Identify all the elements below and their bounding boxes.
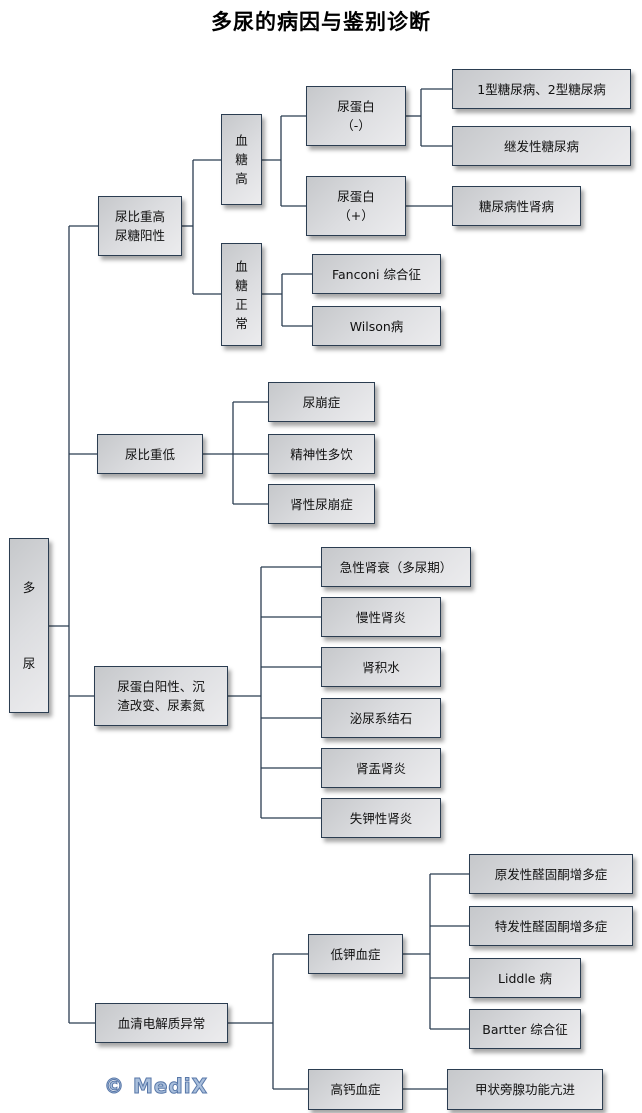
node-high-sg-glycosuria: 尿比重高 尿糖阳性 xyxy=(98,196,182,256)
node-hypokalemia: 低钾血症 xyxy=(308,934,403,974)
node-low-sg: 尿比重低 xyxy=(97,434,203,474)
leaf-primary-aldosteronism: 原发性醛固酮增多症 xyxy=(469,854,633,894)
leaf-nephrogenic-di: 肾性尿崩症 xyxy=(268,484,375,524)
leaf-idiopathic-aldosteronism: 特发性醛固酮增多症 xyxy=(469,906,633,946)
leaf-acute-renal-failure: 急性肾衰（多尿期） xyxy=(321,547,471,587)
leaf-hydronephrosis: 肾积水 xyxy=(321,647,441,687)
leaf-chronic-nephritis: 慢性肾炎 xyxy=(321,597,441,637)
leaf-potassium-losing-nephritis: 失钾性肾炎 xyxy=(321,798,441,838)
node-proteinuria-sediment-bun: 尿蛋白阳性、沉 渣改变、尿素氮 xyxy=(94,666,228,726)
root-node: 多 尿 xyxy=(9,538,49,713)
node-high-blood-glucose: 血 糖 高 xyxy=(221,114,262,205)
leaf-diabetes-insipidus: 尿崩症 xyxy=(268,382,375,422)
medix-watermark: © MediX xyxy=(103,1074,209,1099)
node-hypercalcemia: 高钙血症 xyxy=(308,1069,403,1110)
node-proteinuria-negative: 尿蛋白 （-） xyxy=(306,86,406,146)
node-normal-blood-glucose: 血 糖 正 常 xyxy=(221,243,262,346)
leaf-pyelonephritis: 肾盂肾炎 xyxy=(321,748,441,788)
leaf-fanconi-syndrome: Fanconi 综合征 xyxy=(312,254,441,294)
root-label: 多 尿 xyxy=(22,580,36,671)
leaf-liddle-disease: Liddle 病 xyxy=(469,958,581,998)
leaf-secondary-diabetes: 继发性糖尿病 xyxy=(452,126,631,166)
diagram-title: 多尿的病因与鉴别诊断 xyxy=(211,9,431,34)
leaf-psychogenic-polydipsia: 精神性多饮 xyxy=(268,434,375,474)
node-electrolyte-abnormality: 血清电解质异常 xyxy=(95,1003,228,1043)
leaf-hyperparathyroidism: 甲状旁腺功能亢进 xyxy=(447,1069,603,1110)
leaf-type1-type2-diabetes: 1型糖尿病、2型糖尿病 xyxy=(452,69,631,109)
leaf-bartter-syndrome: Bartter 综合征 xyxy=(469,1009,581,1049)
leaf-urolithiasis: 泌尿系结石 xyxy=(321,698,441,738)
node-proteinuria-positive: 尿蛋白 （+） xyxy=(306,176,406,236)
leaf-diabetic-nephropathy: 糖尿病性肾病 xyxy=(452,186,581,226)
leaf-wilson-disease: Wilson病 xyxy=(312,306,441,346)
